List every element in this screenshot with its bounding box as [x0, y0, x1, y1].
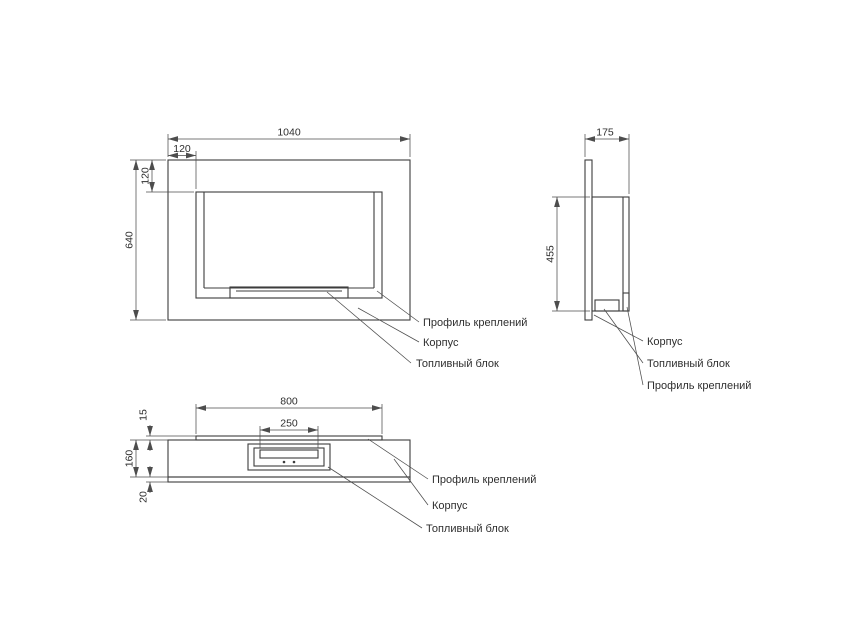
- front-body-outline: [167, 159, 411, 321]
- top-callout-mounting-profile: Профиль креплений: [432, 474, 536, 486]
- front-callout-fuel-block: Топливный блок: [416, 358, 499, 370]
- leader-line: [393, 458, 429, 506]
- front-view-dimensions: 1040 120 120 640 Профиль креплений Корпу…: [124, 127, 528, 371]
- side-callout-mounting-profile: Профиль креплений: [647, 380, 751, 392]
- dim-front-width: 1040: [277, 127, 301, 139]
- front-callout-mounting-profile: Профиль креплений: [423, 317, 527, 329]
- side-view-dimensions: 175 455 Корпус Топливный блок Профиль кр…: [545, 127, 752, 393]
- front-view: [167, 159, 411, 321]
- leader-line: [326, 291, 412, 364]
- leader-line: [593, 314, 644, 342]
- top-view: [167, 435, 411, 483]
- top-callout-fuel-block: Топливный блок: [426, 523, 509, 535]
- dim-front-inset-vertical: 120: [140, 167, 152, 185]
- side-callout-fuel-block: Топливный блок: [647, 358, 730, 370]
- side-fuel-block-outline: [594, 299, 620, 312]
- top-callout-body: Корпус: [432, 500, 468, 512]
- leader-line: [626, 306, 644, 386]
- leader-line: [357, 307, 420, 343]
- dim-side-firebox-height: 455: [545, 245, 557, 263]
- leader-line: [367, 438, 429, 480]
- top-front-lip-outline: [167, 476, 411, 483]
- dim-side-depth: 175: [596, 127, 614, 139]
- top-fuel-block-inner-outline: [253, 447, 325, 467]
- dim-top-body-depth: 160: [124, 450, 136, 468]
- top-fuel-block-outline: [247, 443, 331, 471]
- side-front-panel-outline: [584, 159, 593, 321]
- dim-front-inset-horizontal: 120: [173, 143, 191, 155]
- leader-line: [376, 290, 420, 323]
- top-burner-hole: [292, 460, 296, 464]
- side-mounting-profile-outline: [622, 292, 630, 312]
- side-view: [584, 159, 630, 321]
- top-mounting-profile-outline: [195, 435, 383, 441]
- front-callout-body: Корпус: [423, 337, 459, 349]
- dim-top-burner-width: 250: [280, 418, 298, 430]
- top-burner-slot-outline: [259, 449, 319, 459]
- front-fuel-block-outline: [229, 286, 349, 299]
- dim-top-profile-length: 800: [280, 396, 298, 408]
- top-view-dimensions: 800 250 15 160 20 Профиль креплений Корп…: [124, 396, 537, 536]
- dim-top-profile-thickness: 15: [138, 409, 150, 421]
- top-burner-hole: [282, 460, 286, 464]
- leader-line: [327, 466, 423, 529]
- dim-front-height: 640: [124, 231, 136, 249]
- dim-top-front-lip: 20: [138, 491, 150, 503]
- front-opening-outline: [195, 191, 383, 299]
- side-callout-body: Корпус: [647, 336, 683, 348]
